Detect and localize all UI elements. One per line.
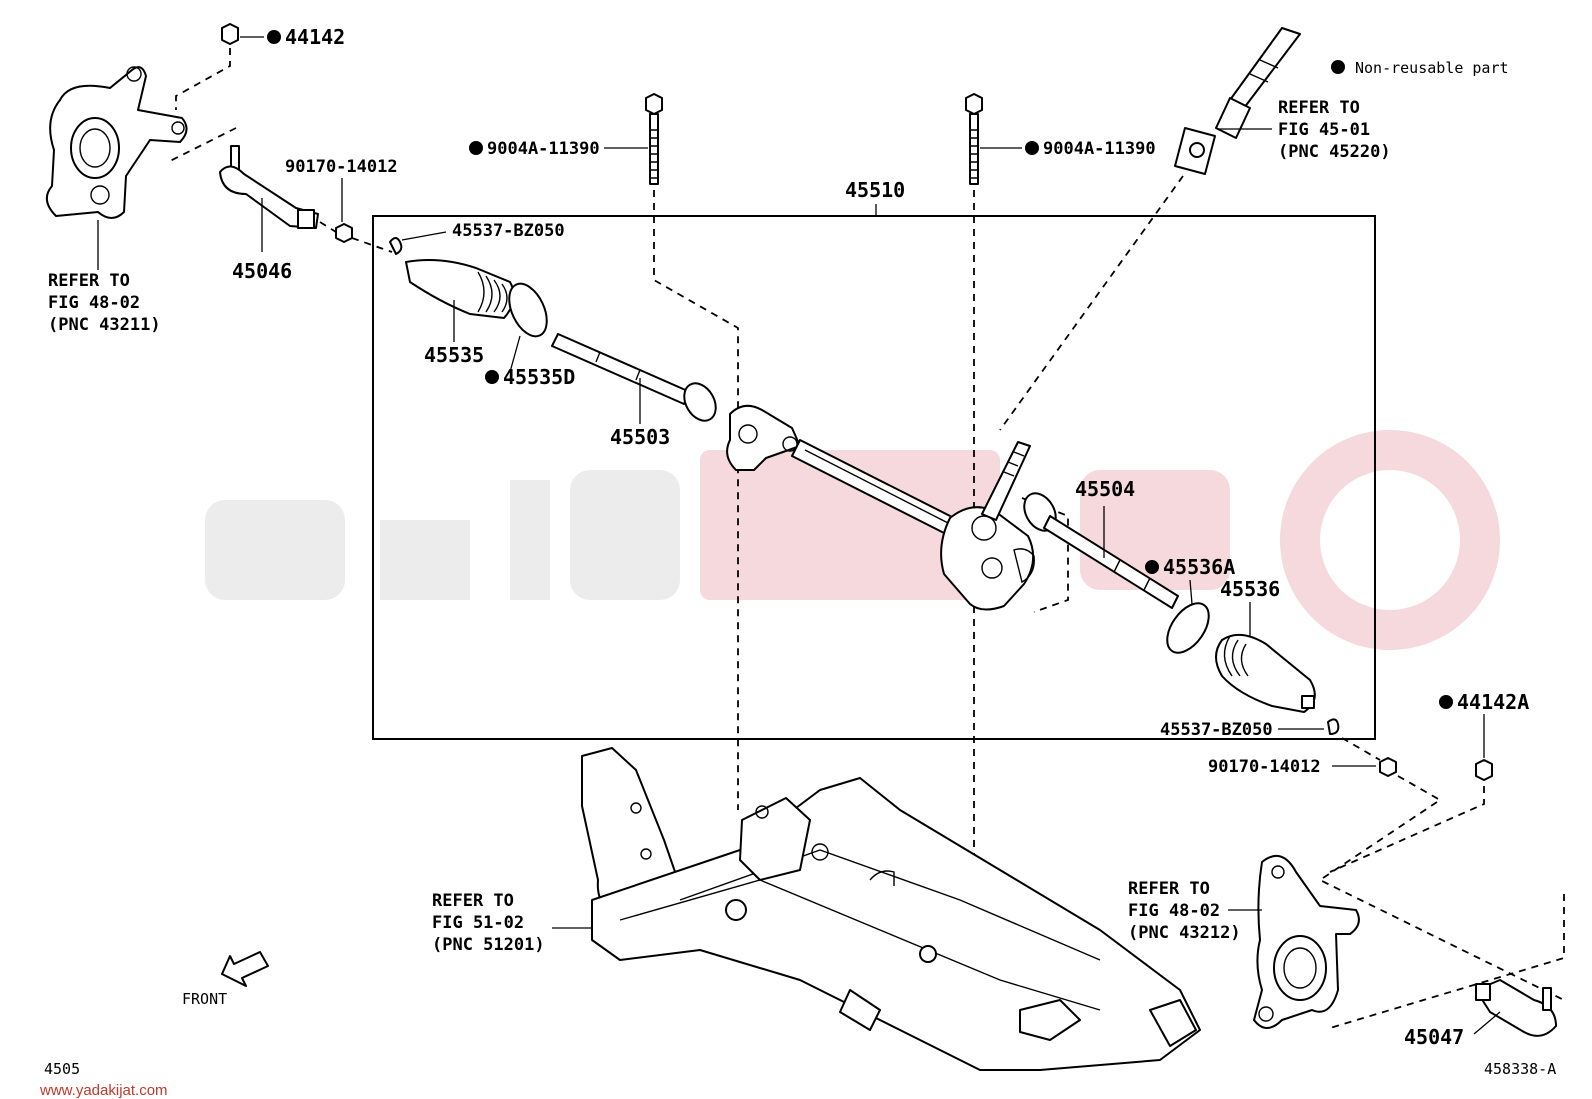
inner-tie-rod-left [551, 333, 717, 422]
rack-housing [726, 404, 1035, 611]
label-90170-top: 90170-14012 [285, 157, 398, 177]
ref-knuckle-right-line2: FIG 48-02 [1128, 901, 1220, 921]
front-label: FRONT [182, 990, 227, 1008]
ref-knuckle-left-line2: FIG 48-02 [48, 293, 140, 313]
clamp-45536A [1166, 602, 1210, 654]
ref-shaft-line2: FIG 45-01 [1278, 120, 1370, 140]
label-45537-top: 45537-BZ050 [452, 221, 565, 241]
inner-tie-rod-right [1023, 492, 1179, 609]
label-9004A-right: 9004A-11390 [1043, 139, 1156, 159]
steering-knuckle-right [1253, 854, 1360, 1029]
label-45535: 45535 [424, 343, 484, 367]
assembly-boundary-box [372, 215, 1376, 740]
clip-45537-left [389, 237, 403, 255]
label-45503: 45503 [610, 425, 670, 449]
bolt-right [965, 93, 983, 185]
non-reusable-dot-icon [1145, 560, 1159, 574]
rack-boot-right [1215, 633, 1316, 713]
ref-shaft-line3: (PNC 45220) [1278, 142, 1391, 162]
ref-shaft-line1: REFER TO [1278, 98, 1360, 118]
label-45535D: 45535D [503, 365, 575, 389]
label-90170-bottom: 90170-14012 [1208, 757, 1321, 777]
bolt-left [645, 93, 663, 185]
label-44142A: 44142A [1457, 690, 1529, 714]
tie-rod-end-left [219, 145, 319, 229]
label-9004A-left: 9004A-11390 [487, 139, 600, 159]
illustration-id: 458338-A [1484, 1060, 1556, 1078]
label-44142: 44142 [285, 25, 345, 49]
legend: Non-reusable part [1331, 59, 1509, 77]
non-reusable-dot-icon [1439, 695, 1453, 709]
label-45046: 45046 [232, 259, 292, 283]
rack-boot-left [405, 259, 515, 319]
watermark-logo [205, 430, 1500, 650]
website-watermark: www.yadakijat.com [39, 1082, 168, 1099]
nut-44142A [1475, 759, 1493, 781]
label-45536A: 45536A [1163, 555, 1235, 579]
non-reusable-dot-icon [469, 141, 483, 155]
ref-knuckle-left-line1: REFER TO [48, 271, 130, 291]
non-reusable-dot-icon [1025, 141, 1039, 155]
label-45047: 45047 [1404, 1025, 1464, 1049]
legend-text: Non-reusable part [1355, 59, 1509, 77]
ref-crossmember-line3: (PNC 51201) [432, 935, 545, 955]
tie-rod-end-right [1475, 979, 1557, 1037]
steering-knuckle-left [45, 66, 188, 219]
ref-crossmember-line2: FIG 51-02 [432, 913, 524, 933]
label-45536: 45536 [1220, 577, 1280, 601]
clip-45537-right [1327, 718, 1340, 735]
ref-crossmember-line1: REFER TO [432, 891, 514, 911]
non-reusable-dot-icon [267, 30, 281, 44]
nut-90170-right [1379, 757, 1397, 777]
ref-knuckle-left-line3: (PNC 43211) [48, 315, 161, 335]
ref-knuckle-right-line1: REFER TO [1128, 879, 1210, 899]
non-reusable-dot-icon [1331, 60, 1345, 74]
intermediate-shaft [1174, 27, 1301, 175]
label-45510: 45510 [845, 178, 905, 202]
ref-knuckle-right-line3: (PNC 43212) [1128, 923, 1241, 943]
label-45537-bottom: 45537-BZ050 [1160, 720, 1273, 740]
clamp-45535D [508, 282, 548, 338]
suspension-crossmember [581, 747, 1201, 1071]
figure-number: 4505 [44, 1060, 80, 1078]
front-arrow-icon [221, 951, 269, 987]
nut-90170-left [335, 223, 353, 243]
label-45504: 45504 [1075, 477, 1135, 501]
nut-44142 [221, 23, 239, 45]
non-reusable-dot-icon [485, 370, 499, 384]
